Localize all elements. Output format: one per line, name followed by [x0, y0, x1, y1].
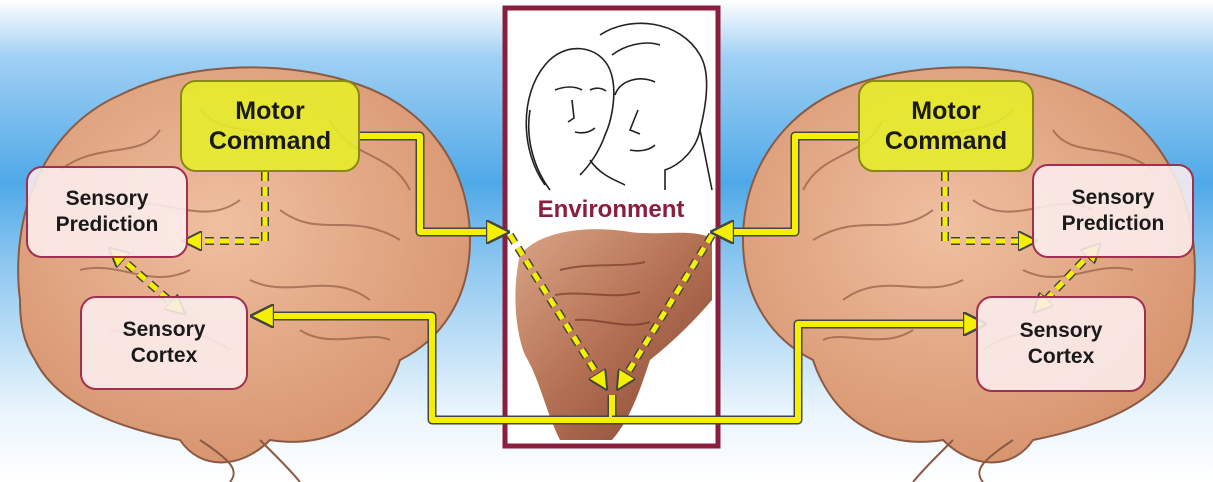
left-motor-command-box: Motor Command [180, 80, 360, 172]
environment-label: Environment [512, 196, 710, 224]
right-sensory-cortex-box: Sensory Cortex [976, 296, 1146, 392]
left-sensory-prediction-box: Sensory Prediction [26, 166, 188, 258]
environment-panel [505, 8, 718, 446]
right-motor-command-label: Motor Command [885, 96, 1007, 156]
left-motor-command-label: Motor Command [209, 96, 331, 156]
right-motor-command-box: Motor Command [858, 80, 1034, 172]
right-sensory-prediction-label: Sensory Prediction [1062, 185, 1165, 237]
right-sensory-cortex-label: Sensory Cortex [1020, 318, 1103, 370]
right-sensory-prediction-box: Sensory Prediction [1032, 164, 1194, 258]
left-sensory-cortex-box: Sensory Cortex [80, 296, 248, 390]
left-sensory-prediction-label: Sensory Prediction [56, 186, 159, 238]
left-sensory-cortex-label: Sensory Cortex [123, 317, 206, 369]
